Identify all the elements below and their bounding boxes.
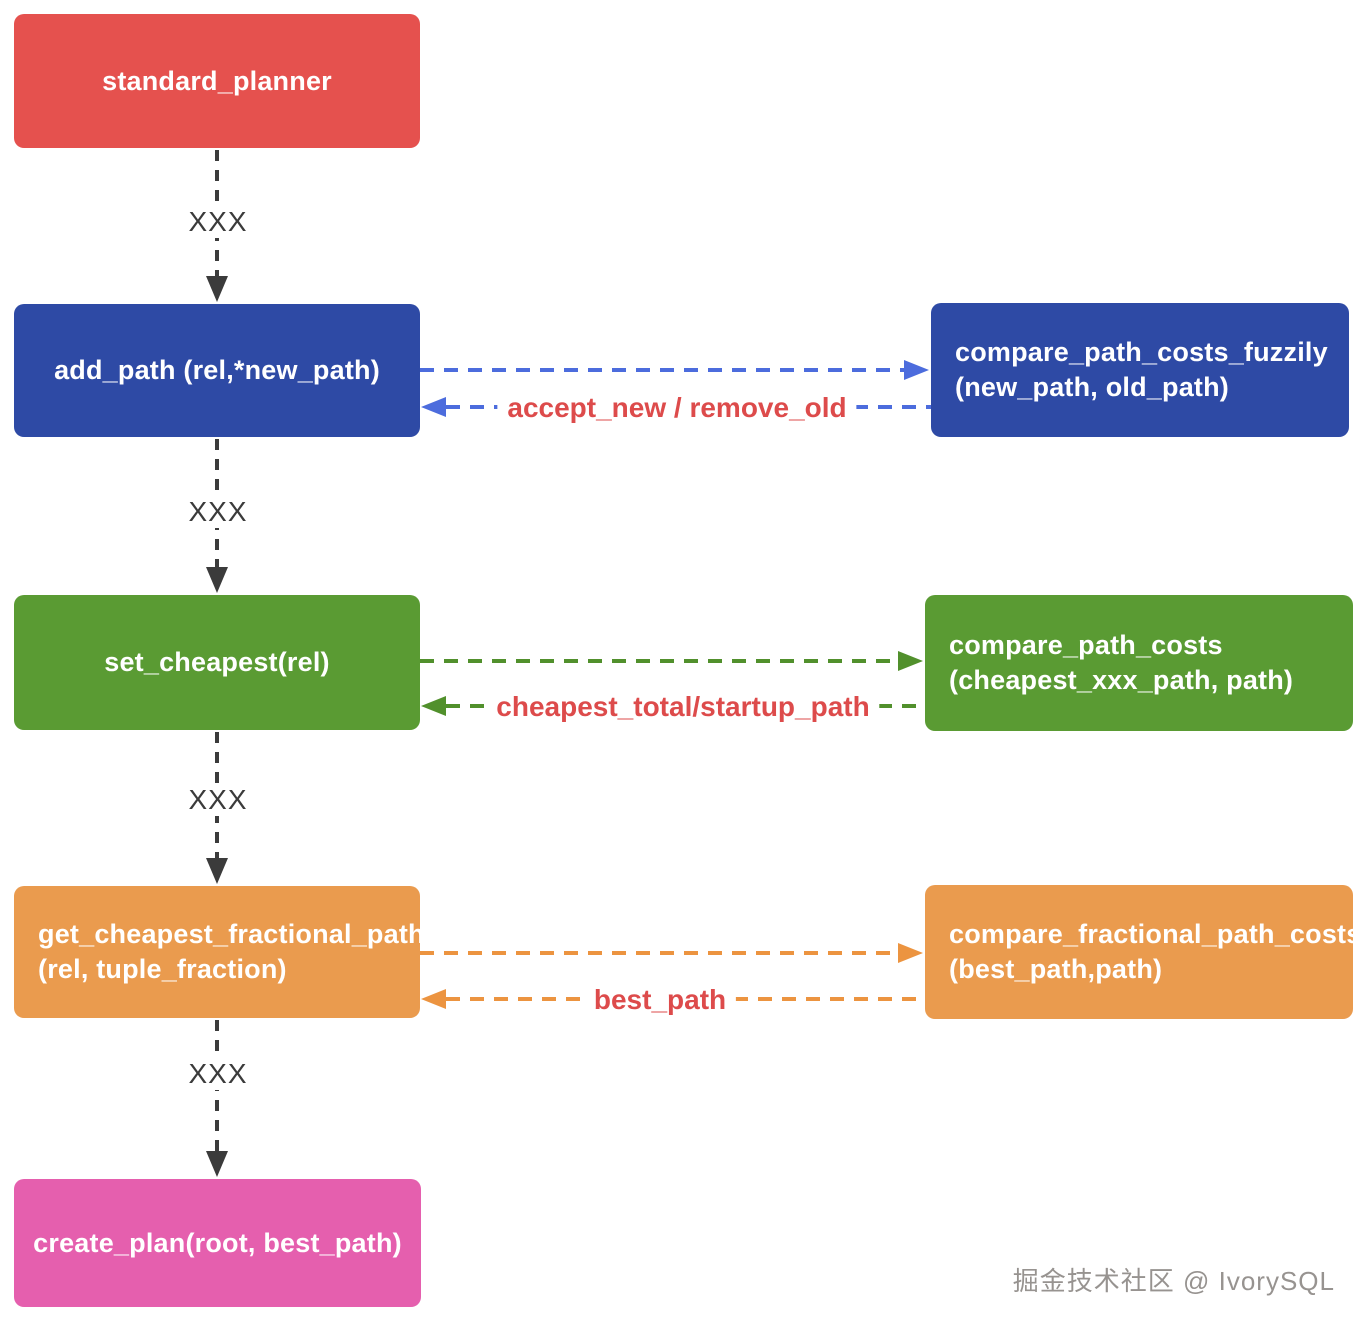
node-compare-path-costs-fuzzily: compare_path_costs_fuzzily (new_path, ol… xyxy=(931,303,1349,437)
edge-label-xxx-1: XXX xyxy=(178,206,258,238)
arrow-get-fractional-to-compare-fractional xyxy=(420,943,923,963)
node-compare-path-costs-line1: compare_path_costs xyxy=(949,630,1223,660)
edge-label-accept-new-remove-old: accept_new / remove_old xyxy=(497,392,857,424)
arrow-get-cheapest-fractional-path-to-create-plan xyxy=(206,1020,228,1177)
node-compare-fractional-path-costs: compare_fractional_path_costs (best_path… xyxy=(925,885,1361,1019)
edge-label-xxx-2: XXX xyxy=(178,496,258,528)
node-compare-path-costs: compare_path_costs (cheapest_xxx_path, p… xyxy=(925,595,1353,731)
arrow-add-path-to-compare-fuzzily xyxy=(420,360,929,380)
node-compare-fractional-path-costs-line1: compare_fractional_path_costs xyxy=(949,919,1362,949)
edge-label-xxx-3: XXX xyxy=(178,784,258,816)
node-compare-path-costs-fuzzily-line2: (new_path, old_path) xyxy=(955,372,1229,402)
node-get-cheapest-fractional-path-line1: get_cheapest_fractional_path xyxy=(38,919,425,949)
node-add-path: add_path (rel,*new_path) xyxy=(14,304,420,437)
node-add-path-label: add_path (rel,*new_path) xyxy=(54,355,380,385)
arrow-set-cheapest-to-compare-costs xyxy=(420,651,923,671)
edge-label-xxx-4: XXX xyxy=(178,1058,258,1090)
node-get-cheapest-fractional-path-line2: (rel, tuple_fraction) xyxy=(38,954,287,984)
arrow-compare-fractional-to-get-fractional xyxy=(421,989,925,1009)
node-create-plan-label: create_plan(root, best_path) xyxy=(33,1227,402,1258)
watermark: 掘金技术社区 @ IvorySQL xyxy=(1012,1266,1335,1296)
node-standard-planner: standard_planner xyxy=(14,14,420,148)
node-standard-planner-label: standard_planner xyxy=(102,65,332,96)
node-create-plan: create_plan(root, best_path) xyxy=(14,1179,421,1307)
edge-label-cheapest-total-startup-path: cheapest_total/startup_path xyxy=(486,691,880,723)
node-compare-path-costs-line2: (cheapest_xxx_path, path) xyxy=(949,665,1294,695)
node-set-cheapest-label: set_cheapest(rel) xyxy=(104,647,330,677)
node-compare-fractional-path-costs-line2: (best_path,path) xyxy=(949,954,1163,984)
node-set-cheapest: set_cheapest(rel) xyxy=(14,595,420,730)
node-compare-path-costs-fuzzily-line1: compare_path_costs_fuzzily xyxy=(955,337,1328,367)
node-get-cheapest-fractional-path: get_cheapest_fractional_path (rel, tuple… xyxy=(14,886,425,1018)
edge-label-best-path: best_path xyxy=(583,984,737,1016)
